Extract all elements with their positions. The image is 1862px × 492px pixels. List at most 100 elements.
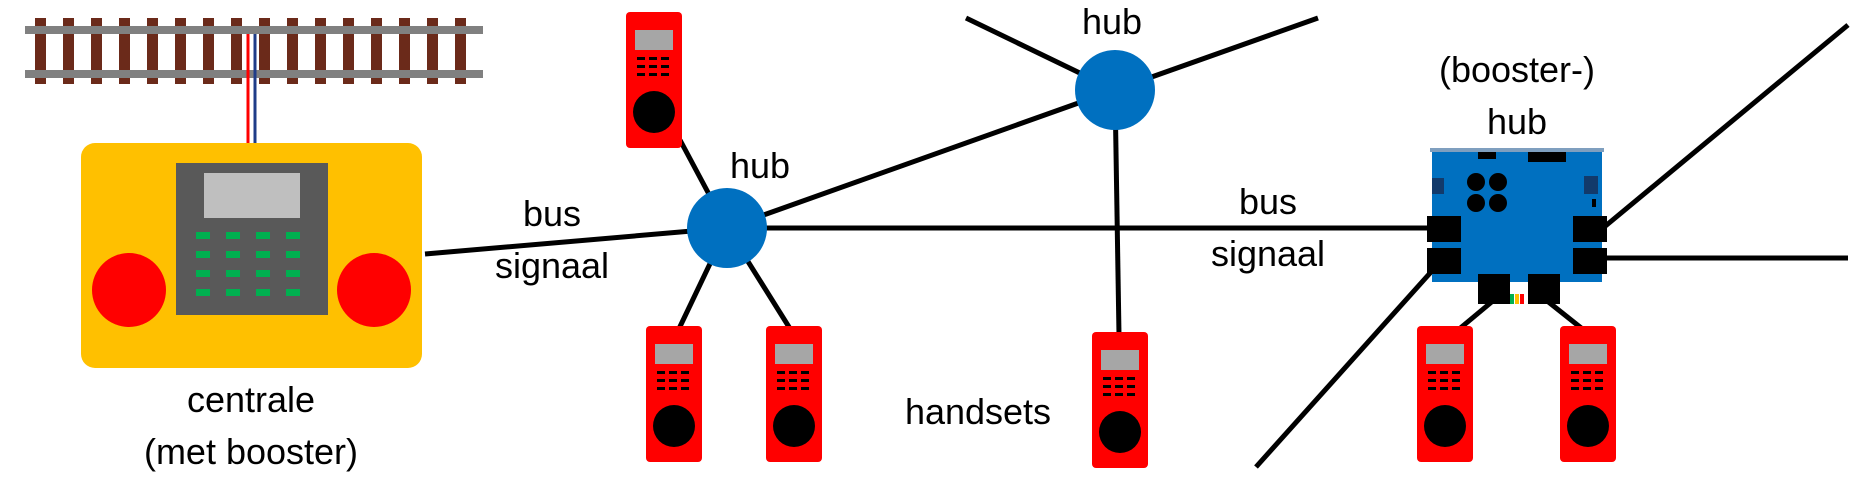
handset-key: [1452, 387, 1460, 390]
handset-key: [1583, 379, 1591, 382]
booster-component: [1432, 178, 1444, 194]
centrale-device: [81, 143, 422, 368]
handset-key: [789, 371, 797, 374]
handset-key: [789, 379, 797, 382]
handset-key: [801, 379, 809, 382]
handset-key: [669, 371, 677, 374]
handset-key: [1571, 371, 1579, 374]
handset-key: [1452, 371, 1460, 374]
handset-device: [766, 326, 822, 462]
handset-key: [657, 379, 665, 382]
handset-key: [637, 73, 645, 76]
handset-key: [637, 57, 645, 60]
handset-key: [777, 371, 785, 374]
wire-booster-far-left: [1254, 260, 1442, 469]
booster-board-edge: [1430, 148, 1604, 152]
booster-port-left-top: [1427, 216, 1461, 242]
centrale-knob-right: [337, 253, 411, 327]
track-rail-top: [25, 26, 483, 34]
booster-port-right-top: [1573, 216, 1607, 242]
signal-label-left: signaal: [495, 245, 609, 286]
booster-hub-label-line2: hub: [1487, 101, 1547, 142]
handset-key: [1595, 371, 1603, 374]
signal-label-right: signaal: [1211, 233, 1325, 274]
booster-hub-label-line1: (booster-): [1439, 49, 1595, 90]
booster-led: [1510, 294, 1514, 304]
handset-key: [649, 73, 657, 76]
handset-key: [801, 387, 809, 390]
booster-led: [1515, 294, 1519, 304]
handset-key: [1428, 371, 1436, 374]
handset-screen: [655, 344, 693, 364]
centrale-keypad: [196, 232, 300, 296]
handset-knob: [633, 91, 675, 133]
booster-led: [1520, 294, 1524, 304]
handset-key: [661, 65, 669, 68]
booster-port-bottom-left: [1478, 274, 1510, 304]
handset-key: [1127, 385, 1135, 388]
booster-port-bottom-right: [1528, 274, 1560, 304]
handset-key: [1595, 387, 1603, 390]
handset-key: [1595, 379, 1603, 382]
handset-key: [801, 371, 809, 374]
centrale-label: centrale: [187, 379, 315, 420]
handset-key: [649, 57, 657, 60]
handset-device: [1417, 326, 1473, 462]
wire-hub-to-tophub: [726, 87, 1116, 231]
handset-device: [646, 326, 702, 462]
hub-node-top: [1075, 50, 1155, 130]
handset-key: [1103, 377, 1111, 380]
handset-screen: [1101, 350, 1139, 370]
handset-key: [1452, 379, 1460, 382]
booster-chip: [1478, 152, 1496, 159]
handset-key: [1583, 371, 1591, 374]
handset-key: [777, 379, 785, 382]
handset-key: [637, 65, 645, 68]
handset-key: [1127, 393, 1135, 396]
wire-tophub-handset: [1112, 89, 1122, 336]
booster-hub-device: [1427, 148, 1607, 304]
handset-key: [777, 387, 785, 390]
handset-key: [681, 379, 689, 382]
booster-dots: [1467, 173, 1507, 212]
handset-screen: [1426, 344, 1464, 364]
handset-key: [669, 387, 677, 390]
handset-device: [1560, 326, 1616, 462]
booster-chip: [1528, 152, 1566, 162]
centrale-display: [204, 173, 300, 218]
handset-key: [1115, 385, 1123, 388]
handset-key: [1440, 387, 1448, 390]
handset-key: [1571, 387, 1579, 390]
handset-key: [1103, 393, 1111, 396]
handset-key: [1440, 371, 1448, 374]
bus-label-right: bus: [1239, 181, 1297, 222]
handset-key: [649, 65, 657, 68]
centrale-sublabel: (met booster): [144, 431, 358, 472]
handset-knob: [773, 405, 815, 447]
booster-port-left-bottom: [1427, 248, 1461, 274]
booster-component: [1584, 176, 1598, 194]
wire-booster-upper-right: [1601, 23, 1850, 230]
handset-key: [1428, 379, 1436, 382]
handset-knob: [1099, 411, 1141, 453]
handset-screen: [635, 30, 673, 50]
handset-device: [626, 12, 682, 148]
hub-node-left: [687, 188, 767, 268]
hub-label-left: hub: [730, 145, 790, 186]
handset-key: [657, 371, 665, 374]
bus-label-left: bus: [523, 193, 581, 234]
handset-key: [1440, 379, 1448, 382]
booster-component: [1592, 199, 1596, 207]
handset-key: [1583, 387, 1591, 390]
booster-port-right-bottom: [1573, 248, 1607, 274]
handset-key: [1115, 377, 1123, 380]
handset-key: [661, 57, 669, 60]
railway-track: [25, 18, 483, 143]
handset-screen: [1569, 344, 1607, 364]
handset-knob: [1424, 405, 1466, 447]
handsets-group: [626, 12, 1616, 468]
handset-key: [661, 73, 669, 76]
handset-knob: [653, 405, 695, 447]
handset-key: [1127, 377, 1135, 380]
